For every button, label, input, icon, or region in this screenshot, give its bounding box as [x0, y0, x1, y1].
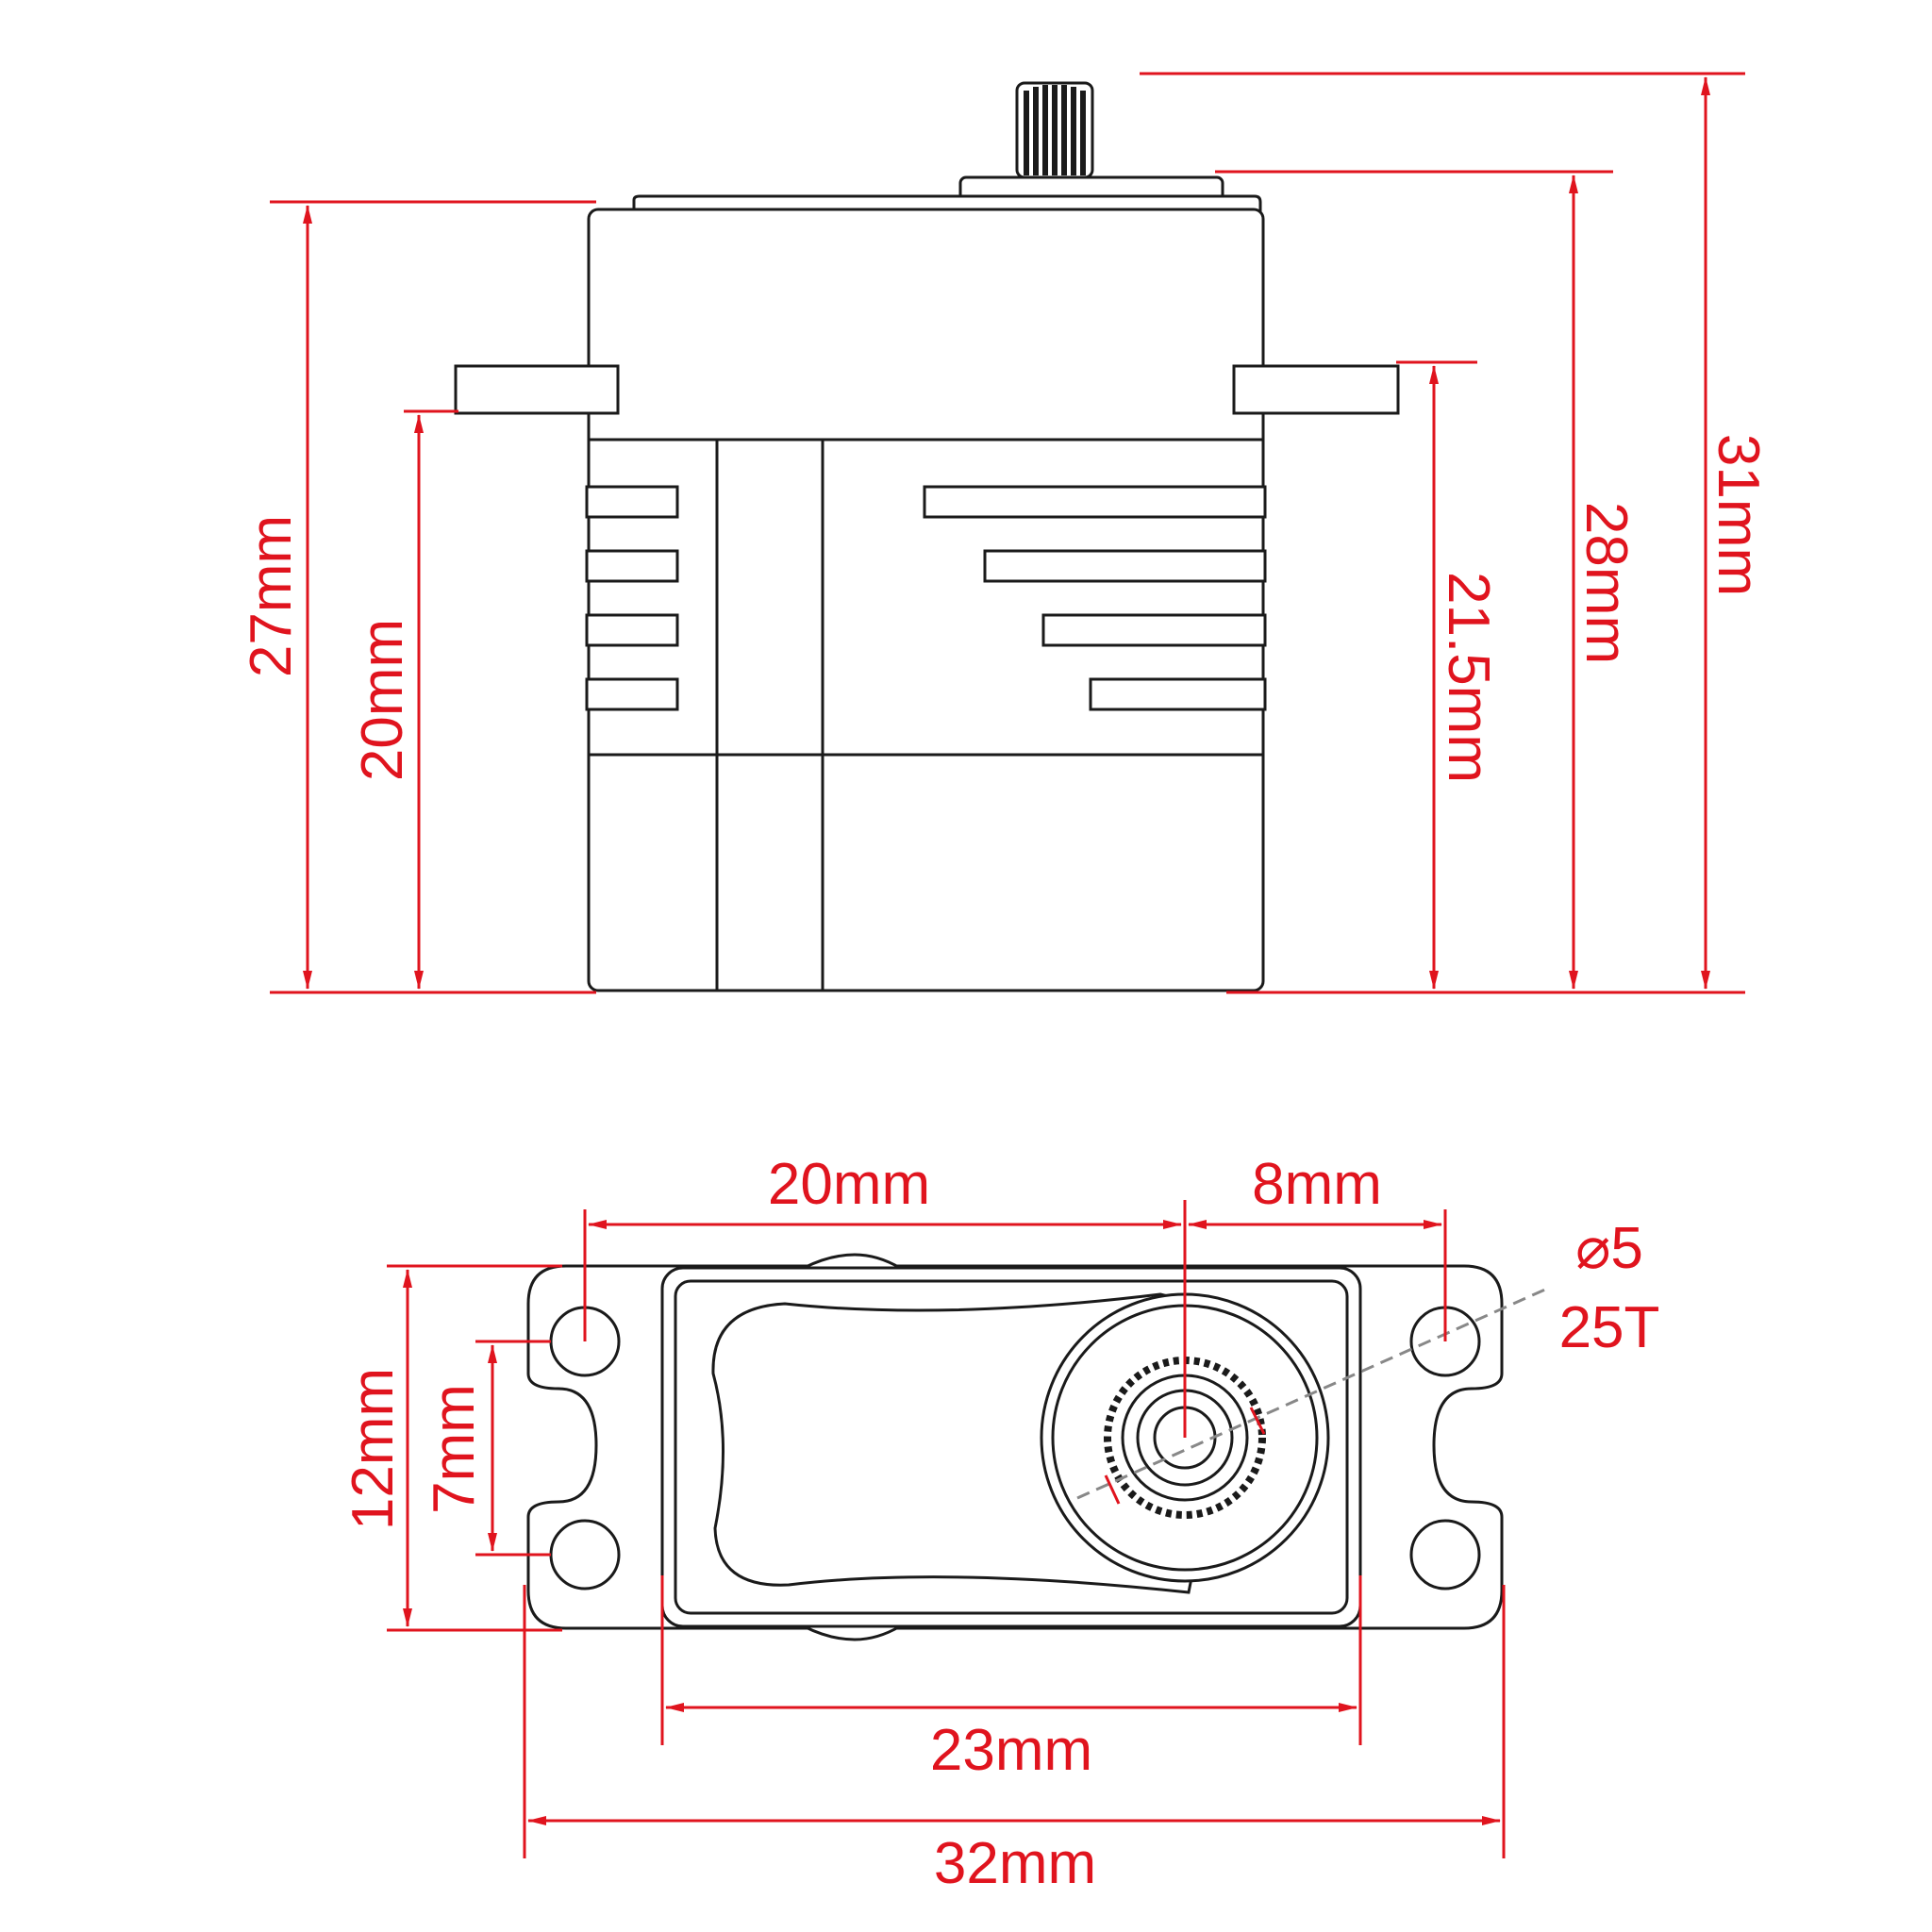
- dim-label-32mm: 32mm: [934, 1831, 1096, 1896]
- spline-teeth-label: 25T: [1559, 1295, 1660, 1360]
- dim-label-21-5mm: 21.5mm: [1436, 572, 1501, 783]
- servo-case: [587, 208, 1265, 992]
- right-mounting-tab: [1232, 364, 1400, 415]
- output-spline: [1015, 81, 1094, 179]
- dim-8mm: 8mm: [1188, 1152, 1442, 1229]
- dim-31mm: 31mm: [1701, 76, 1771, 990]
- spline-diameter-label: ⌀5: [1575, 1216, 1643, 1281]
- top-bump: [803, 1253, 901, 1270]
- dim-23mm: 23mm: [665, 1703, 1357, 1783]
- bottom-bump: [803, 1624, 901, 1641]
- dim-12mm: 12mm: [341, 1269, 412, 1627]
- spline-center-line: [1076, 1287, 1548, 1500]
- dim-label-8mm: 8mm: [1252, 1152, 1382, 1217]
- mounting-hole-bottom-right: [1409, 1519, 1481, 1591]
- front-extension-lines: [270, 72, 1745, 994]
- dim-7mm: 7mm: [422, 1344, 497, 1552]
- mounting-hole-bottom-left: [549, 1519, 621, 1591]
- dim-label-12mm: 12mm: [341, 1368, 406, 1530]
- right-cooling-fins: [923, 485, 1267, 711]
- dim-27mm: 27mm: [239, 205, 312, 990]
- case-center-channel: [715, 440, 824, 991]
- dim-label-31mm: 31mm: [1706, 434, 1771, 596]
- spline-diameter-ticks: [1104, 1407, 1266, 1505]
- dim-label-7mm: 7mm: [422, 1384, 487, 1514]
- dim-label-27mm: 27mm: [239, 515, 304, 677]
- dim-label-23mm: 23mm: [930, 1718, 1092, 1783]
- front-view: 27mm 20mm 21.5mm 28mm 31mm: [239, 72, 1771, 994]
- dim-32mm: 32mm: [527, 1816, 1501, 1896]
- dim-20mm-front: 20mm: [350, 414, 424, 990]
- dim-20mm-top: 20mm: [588, 1152, 1182, 1229]
- left-cooling-fins: [585, 485, 679, 711]
- top-view: 20mm 8mm ⌀5 25T 12mm 7mm 23mm 32mm: [341, 1152, 1659, 1896]
- dim-label-20mm-top: 20mm: [768, 1152, 930, 1217]
- top-extension-lines: [387, 1200, 1506, 1858]
- dim-21-5mm: 21.5mm: [1429, 365, 1501, 990]
- dim-28mm: 28mm: [1569, 175, 1639, 990]
- dim-label-28mm: 28mm: [1574, 502, 1639, 664]
- dim-label-20mm-front: 20mm: [350, 619, 415, 781]
- left-mounting-tab: [454, 364, 620, 415]
